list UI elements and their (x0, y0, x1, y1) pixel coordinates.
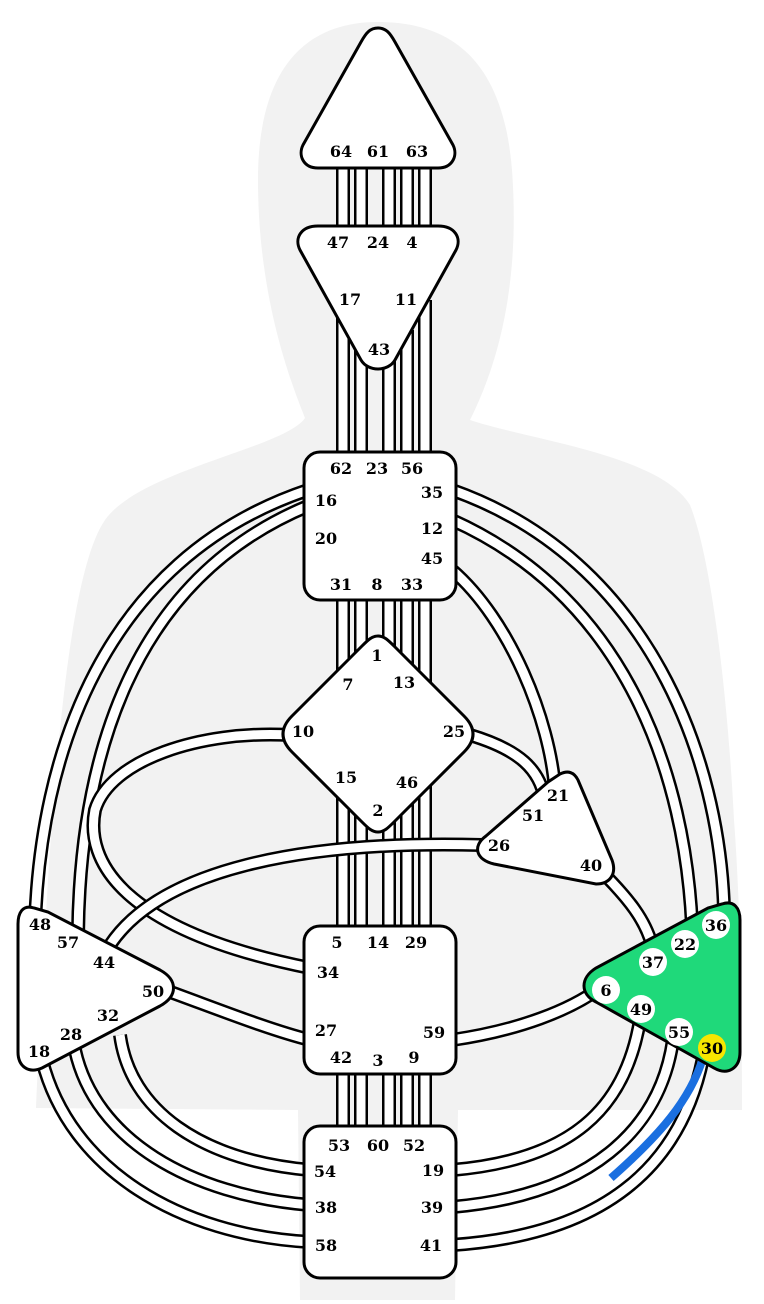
gate-labels: 64 61 63 47 24 4 17 11 43 62 23 56 16 35… (28, 142, 730, 1255)
gate-55-badge (665, 1018, 693, 1046)
gate-51: 51 (522, 806, 544, 825)
gate-24: 24 (367, 233, 389, 252)
gate-36: 36 (705, 916, 727, 935)
channel-28-38 (68, 1048, 311, 1212)
gate-3: 3 (372, 1051, 383, 1070)
gate-59: 59 (423, 1023, 445, 1042)
gate-9: 9 (408, 1048, 419, 1067)
gate-34: 34 (317, 963, 339, 982)
gate-13: 13 (393, 673, 415, 692)
gate-37: 37 (642, 953, 664, 972)
gate-47: 47 (327, 233, 349, 252)
gate-52: 52 (403, 1136, 425, 1155)
channel-26-44 (104, 837, 483, 949)
channel-18-58 (35, 1058, 311, 1249)
gate-20: 20 (315, 529, 337, 548)
gate-12: 12 (421, 519, 443, 538)
gate-17: 17 (339, 290, 361, 309)
gate-57: 57 (57, 933, 79, 952)
gate-32: 32 (97, 1006, 119, 1025)
channel-10-34 (86, 727, 312, 975)
channel-12-22 (449, 513, 699, 926)
gate-58: 58 (315, 1236, 337, 1255)
gate-42: 42 (330, 1048, 352, 1067)
gate-4: 4 (406, 233, 417, 252)
gate-11: 11 (395, 290, 417, 309)
center-root (302, 1124, 458, 1280)
gate-64: 64 (330, 142, 352, 161)
gate-6-badge (592, 976, 620, 1004)
gate-62: 62 (330, 459, 352, 478)
gate-22-badge (671, 930, 699, 958)
gate-40: 40 (580, 856, 602, 875)
gate-39: 39 (421, 1198, 443, 1217)
gate-19: 19 (422, 1161, 444, 1180)
gate-23: 23 (366, 459, 388, 478)
gate-37-badge (639, 948, 667, 976)
center-throat (302, 450, 458, 602)
gate-53: 53 (328, 1136, 350, 1155)
gate-8: 8 (371, 575, 382, 594)
gate-25: 25 (443, 722, 465, 741)
gate-31: 31 (330, 575, 352, 594)
gate-45: 45 (421, 549, 443, 568)
channel-45-21 (447, 564, 562, 791)
center-head (299, 26, 457, 170)
center-ajna (296, 224, 460, 371)
gate-14: 14 (367, 933, 389, 952)
gate-56: 56 (401, 459, 423, 478)
gate-36-badge (702, 911, 730, 939)
gate-38: 38 (315, 1198, 337, 1217)
gate-54: 54 (314, 1162, 336, 1181)
channel-19-49 (451, 1018, 647, 1177)
channel-50-27 (162, 983, 312, 1047)
gate-63: 63 (406, 142, 428, 161)
channel-16-48 (28, 483, 311, 926)
center-g (281, 634, 475, 834)
gate-49-badge (627, 995, 655, 1023)
gate-2: 2 (372, 801, 383, 820)
centers (16, 26, 742, 1280)
gate-1: 1 (371, 646, 382, 665)
gate-55: 55 (668, 1023, 690, 1042)
gate-30-badge (698, 1034, 726, 1062)
center-solar-plexus (582, 901, 742, 1073)
gate-15: 15 (335, 768, 357, 787)
gate-6: 6 (600, 981, 611, 1000)
gate-22: 22 (674, 935, 696, 954)
channel-35-36 (449, 483, 731, 911)
center-sacral (302, 924, 458, 1076)
gate-30: 30 (701, 1039, 723, 1058)
gate-50: 50 (142, 982, 164, 1001)
gate-46: 46 (396, 773, 418, 792)
gate-28: 28 (60, 1025, 82, 1044)
gate-48: 48 (29, 915, 51, 934)
gate-43: 43 (368, 340, 390, 359)
gate-27: 27 (315, 1021, 337, 1040)
center-heart (476, 770, 616, 886)
gate-49: 49 (630, 1000, 652, 1019)
gate-10: 10 (292, 722, 314, 741)
channel-32-54 (113, 1033, 311, 1177)
gate-16: 16 (315, 491, 337, 510)
gate-35: 35 (421, 483, 443, 502)
channel-20-57 (71, 499, 311, 936)
active-channel-30 (608, 1056, 707, 1182)
gate-21: 21 (547, 786, 569, 805)
gate-61: 61 (367, 142, 389, 161)
gate-60: 60 (367, 1136, 389, 1155)
channel-39-55 (451, 1038, 680, 1214)
gate-41: 41 (420, 1236, 442, 1255)
center-spleen (16, 905, 175, 1072)
gate-5: 5 (331, 933, 342, 952)
gate-29: 29 (405, 933, 427, 952)
gate-18: 18 (28, 1042, 50, 1061)
gate-33: 33 (401, 575, 423, 594)
gate-7: 7 (342, 675, 353, 694)
gate-26: 26 (488, 836, 510, 855)
channel-41-30 (451, 1056, 710, 1252)
gate-44: 44 (93, 953, 115, 972)
